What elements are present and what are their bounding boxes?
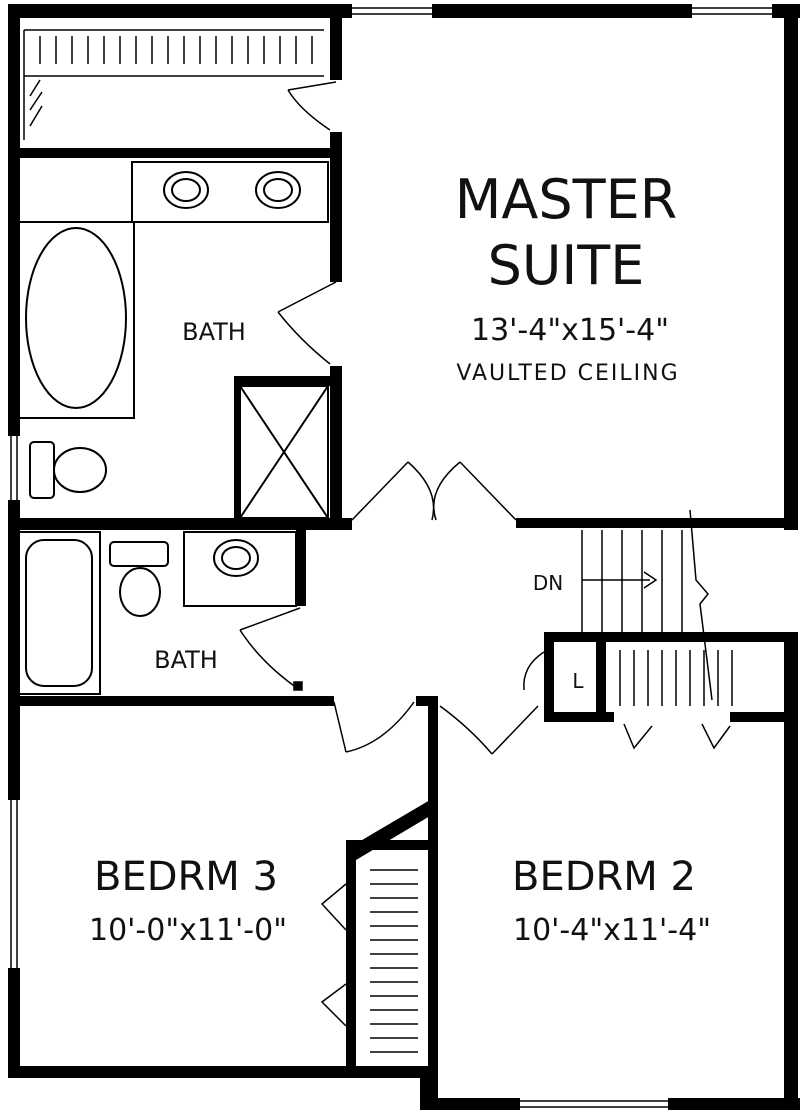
bathtub-icon [17,221,135,419]
sink-icon [255,171,301,209]
linen-closet-rods [619,650,733,706]
bath-label-lower: BATH [154,646,218,674]
closet-angle-wall [352,800,430,860]
stairs [581,509,713,701]
bedroom-2-label: BEDRM 2 [512,854,696,900]
master-suite-label-line2: SUITE [488,234,645,297]
windows [10,7,772,1108]
bedrm3-closet-rods [370,869,418,1053]
doors [239,81,731,1027]
bedroom-3-dimensions: 10'-0"x11'-0" [89,913,287,948]
vaulted-ceiling-note: VAULTED CEILING [456,361,679,386]
bedroom-3-label: BEDRM 3 [94,854,278,900]
toilet-bowl-icon [119,567,161,617]
top-closet-rods [29,36,313,127]
interior-walls [18,18,786,1110]
stairs-down-label: DN [533,571,563,595]
closet-shelving [23,29,733,1053]
arrow-right-icon [643,571,658,589]
sink-icon [163,171,209,209]
vanity-counter [131,161,329,223]
toilet-bowl-icon [53,447,107,493]
bath-label-upper: BATH [182,318,246,346]
fixtures [17,161,329,695]
bedroom-2-dimensions: 10'-4"x11'-4" [513,913,711,948]
sink-icon [213,539,259,577]
master-suite-dimensions: 13'-4"x15'-4" [471,313,669,348]
toilet-tank-icon [109,541,169,567]
vanity-counter [183,531,297,607]
master-suite-label-line1: MASTER [455,168,677,231]
toilet-tank-icon [29,441,55,499]
room-labels: MASTER SUITE 13'-4"x15'-4" VAULTED CEILI… [89,168,711,948]
exterior-walls [8,4,800,1110]
bathtub-icon [17,531,101,695]
linen-closet-label: L [572,669,584,693]
shower-icon [239,385,329,519]
